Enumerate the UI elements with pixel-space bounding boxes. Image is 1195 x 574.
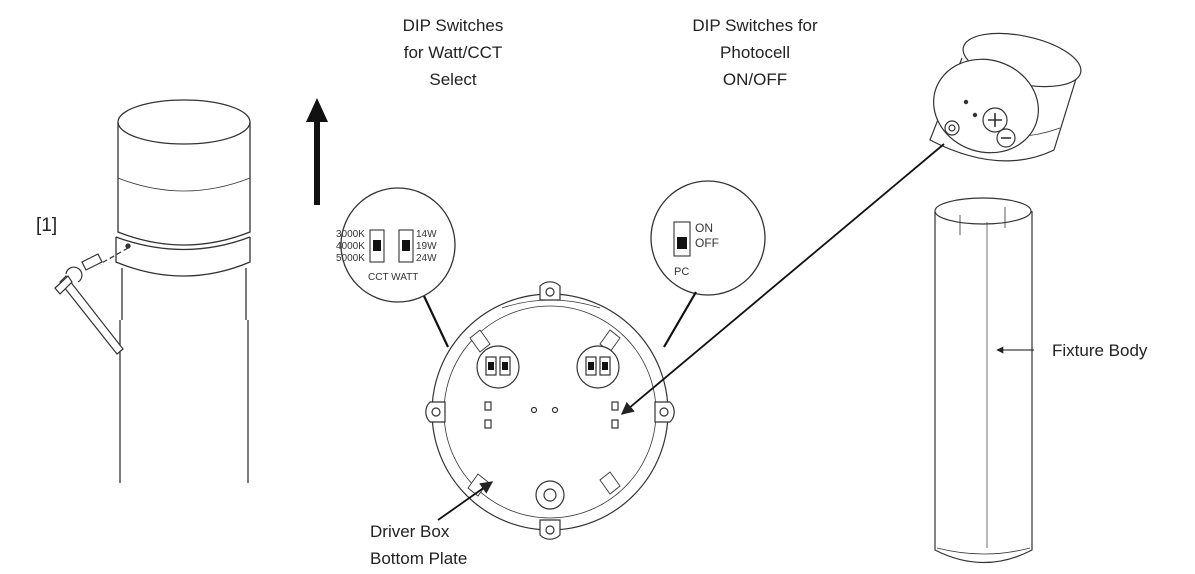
driver-box-label: Driver Box Bottom Plate [370,518,467,572]
pc-heading-line-3: ON/OFF [722,70,788,89]
cct-option-3: 5000K [336,253,365,264]
watt-option-2: 19W [416,241,437,252]
watt-option-1: 14W [416,229,437,240]
photocell-heading: DIP Switches for Photocell ON/OFF [670,12,840,93]
pc-heading-line-1: DIP Switches for [692,16,818,35]
pc-off-label: OFF [695,236,719,250]
cct-watt-heading: DIP Switches for Watt/CCT Select [378,12,528,93]
pc-heading-line-2: Photocell [720,43,790,62]
driver-box-line-1: Driver Box [370,522,450,541]
cct-heading-line-1: DIP Switches [402,16,504,35]
fixture-body-tube [934,197,1033,563]
bollard-left [115,99,251,483]
fixture-body-label: Fixture Body [1052,341,1148,360]
cct-watt-footer: CCT WATT [368,272,419,283]
removed-cap-assembly [929,32,1082,162]
cct-option-1: 3000K [336,229,365,240]
cct-heading-line-3: Select [429,70,477,89]
cct-heading-line-2: for Watt/CCT [403,43,503,62]
driver-box-line-2: Bottom Plate [370,549,468,568]
cap-top [117,122,251,246]
driver-box-bottom-plate [425,281,675,540]
cct-option-2: 4000K [336,241,365,252]
photocell-callout-circle [650,180,766,296]
cct-watt-callout-circle [340,187,456,303]
pc-footer: PC [674,266,690,278]
hex-key-tool [54,247,129,355]
watt-option-3: 24W [416,253,437,264]
pc-on-label: ON [695,221,713,235]
step-label: [1] [36,215,58,236]
lift-arrow [306,98,328,205]
